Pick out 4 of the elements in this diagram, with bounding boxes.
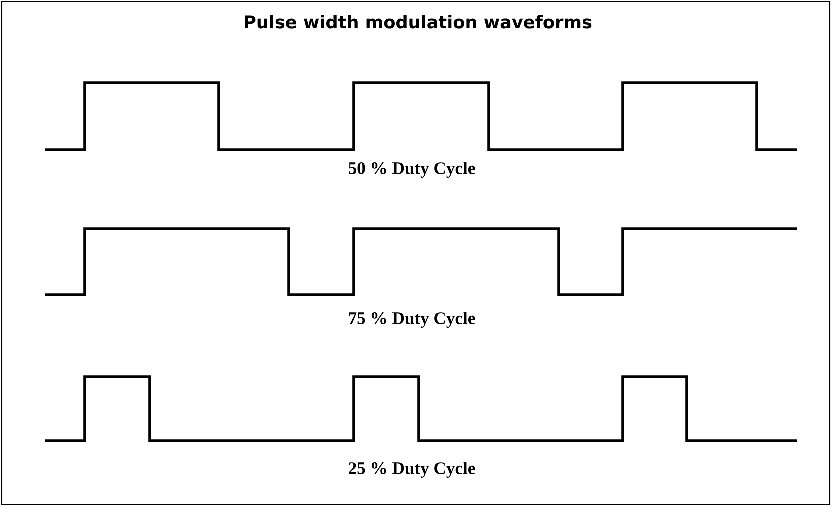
diagram-title: Pulse width modulation waveforms [245, 15, 592, 29]
waveform-label: 50 % Duty Cycle [349, 162, 476, 178]
waveform-label: 25 % Duty Cycle [349, 462, 476, 478]
waveform-label: 75 % Duty Cycle [349, 312, 476, 328]
